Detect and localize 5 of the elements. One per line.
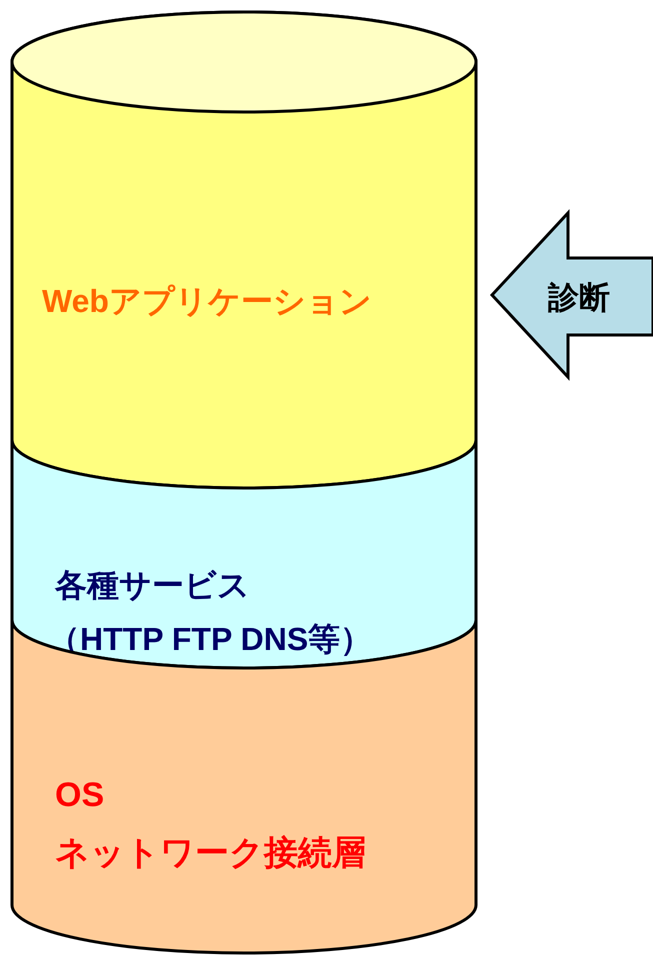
- layer-label: ネットワーク接続層: [55, 833, 366, 874]
- layer-label: Webアプリケーション: [42, 282, 372, 321]
- layer-label: 診断: [548, 279, 610, 317]
- layer-label: OS: [55, 776, 104, 815]
- layer-label: 各種サービス: [55, 566, 250, 605]
